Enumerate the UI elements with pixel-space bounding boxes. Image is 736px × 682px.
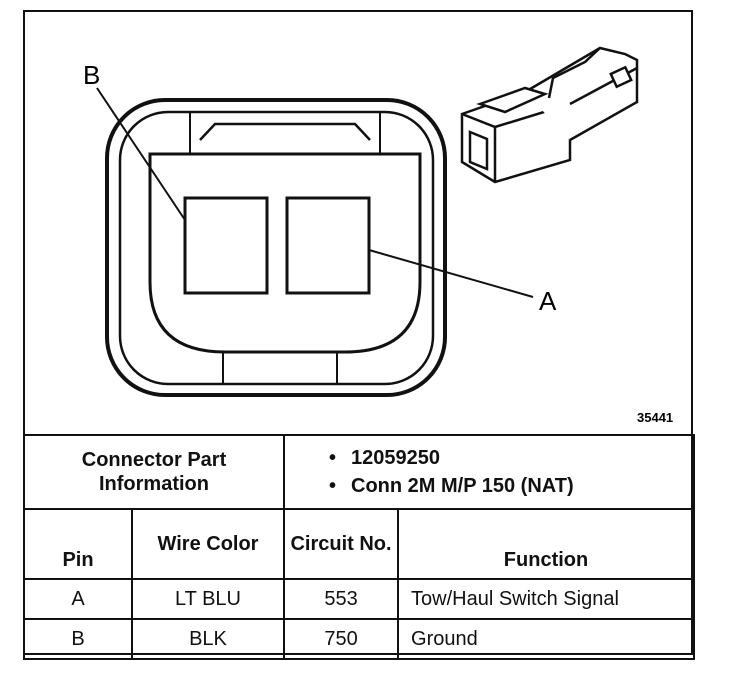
part-info-row: Connector Part Information •12059250 •Co… <box>22 434 696 510</box>
function-cell: Ground <box>397 618 696 660</box>
terminal-cavity-b <box>183 196 269 295</box>
callout-a-label: A <box>539 286 557 316</box>
part-info-item: •12059250 <box>329 447 440 469</box>
function-cell: Tow/Haul Switch Signal <box>397 578 696 620</box>
pin-cell: A <box>23 578 133 620</box>
table-row: B BLK 750 Ground <box>23 618 696 660</box>
table-row: A LT BLU 553 Tow/Haul Switch Signal <box>23 578 696 620</box>
header-row: Pin Wire Color Circuit No. Function <box>23 508 696 580</box>
connector-latch <box>199 122 371 141</box>
part-info-label: Connector Part Information <box>22 434 286 510</box>
header-wire-color: Wire Color <box>130 508 286 580</box>
header-circuit: Circuit No. <box>283 508 400 580</box>
wire-color-cell: LT BLU <box>130 578 286 620</box>
wire-color-cell: BLK <box>130 618 286 660</box>
header-pin: Pin <box>23 508 133 580</box>
connector-info-table: Connector Part Information •12059250 •Co… <box>22 434 696 660</box>
terminal-cavity-a <box>285 196 371 295</box>
connector-outer-shell <box>105 98 447 397</box>
connector-3d-view <box>460 46 639 184</box>
callout-b-leader <box>96 87 186 221</box>
callout-b-label: B <box>83 60 100 90</box>
figure-number: 35441 <box>637 410 673 425</box>
callout-a-leader <box>368 249 534 298</box>
connector-diagram: B A 35441 <box>83 46 673 425</box>
header-function: Function <box>397 508 696 580</box>
circuit-cell: 553 <box>283 578 400 620</box>
connector-inner-shell <box>118 110 435 386</box>
circuit-cell: 750 <box>283 618 400 660</box>
connector-sheet: B A 35441 Connector Part Information •12… <box>22 10 696 660</box>
connector-inner-body <box>148 152 422 354</box>
pin-cell: B <box>23 618 133 660</box>
part-info-item: •Conn 2M M/P 150 (NAT) <box>329 475 574 497</box>
part-info-list: •12059250 •Conn 2M M/P 150 (NAT) <box>283 434 696 510</box>
